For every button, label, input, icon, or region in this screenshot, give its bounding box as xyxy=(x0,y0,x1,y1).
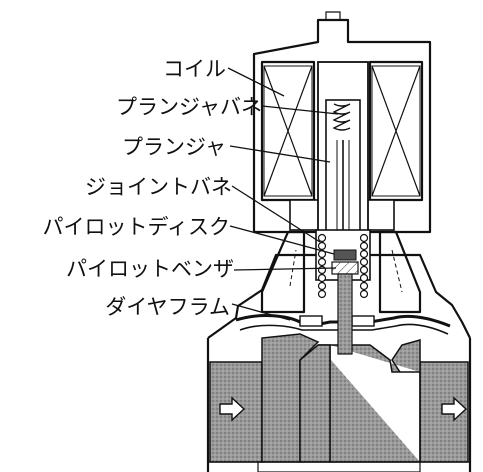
pilot-disc-part xyxy=(333,249,357,261)
leader-pilot-sensor xyxy=(233,267,337,271)
leader-diaphragm xyxy=(231,303,291,321)
leader-coil xyxy=(227,67,285,97)
leader-plunger-spring xyxy=(261,105,339,115)
leader-joint-spring xyxy=(231,185,321,243)
valve-seat xyxy=(299,344,331,463)
plunger-spring-part xyxy=(332,103,351,131)
flow-arrow-out xyxy=(441,396,468,422)
flow-arrow-in xyxy=(219,396,246,422)
label-pilot-disc: パイロットディスク xyxy=(42,215,230,239)
label-diaphragm: ダイヤフラム xyxy=(105,295,230,319)
label-plunger: プランジャ xyxy=(122,135,226,159)
pilot-assembly xyxy=(315,229,371,355)
leader-lines xyxy=(227,67,339,321)
label-joint-spring: ジョイントバネ xyxy=(85,175,232,199)
leader-plunger xyxy=(229,145,331,163)
diaphragm-part xyxy=(235,314,451,335)
outlet-chamber xyxy=(318,339,421,463)
leader-pilot-disc xyxy=(229,225,335,255)
coil-winding-left xyxy=(263,65,313,197)
label-pilot-sensor: パイロットベンザ xyxy=(66,257,234,281)
label-plunger-spring: プランジャバネ xyxy=(116,95,262,119)
part-labels: コイル プランジャバネ プランジャ ジョイントバネ パイロットディスク パイロッ… xyxy=(42,57,262,319)
label-coil: コイル xyxy=(163,57,226,81)
bonnet xyxy=(260,230,422,314)
joint-spring-part xyxy=(317,233,369,299)
coil-winding-right xyxy=(371,65,421,197)
